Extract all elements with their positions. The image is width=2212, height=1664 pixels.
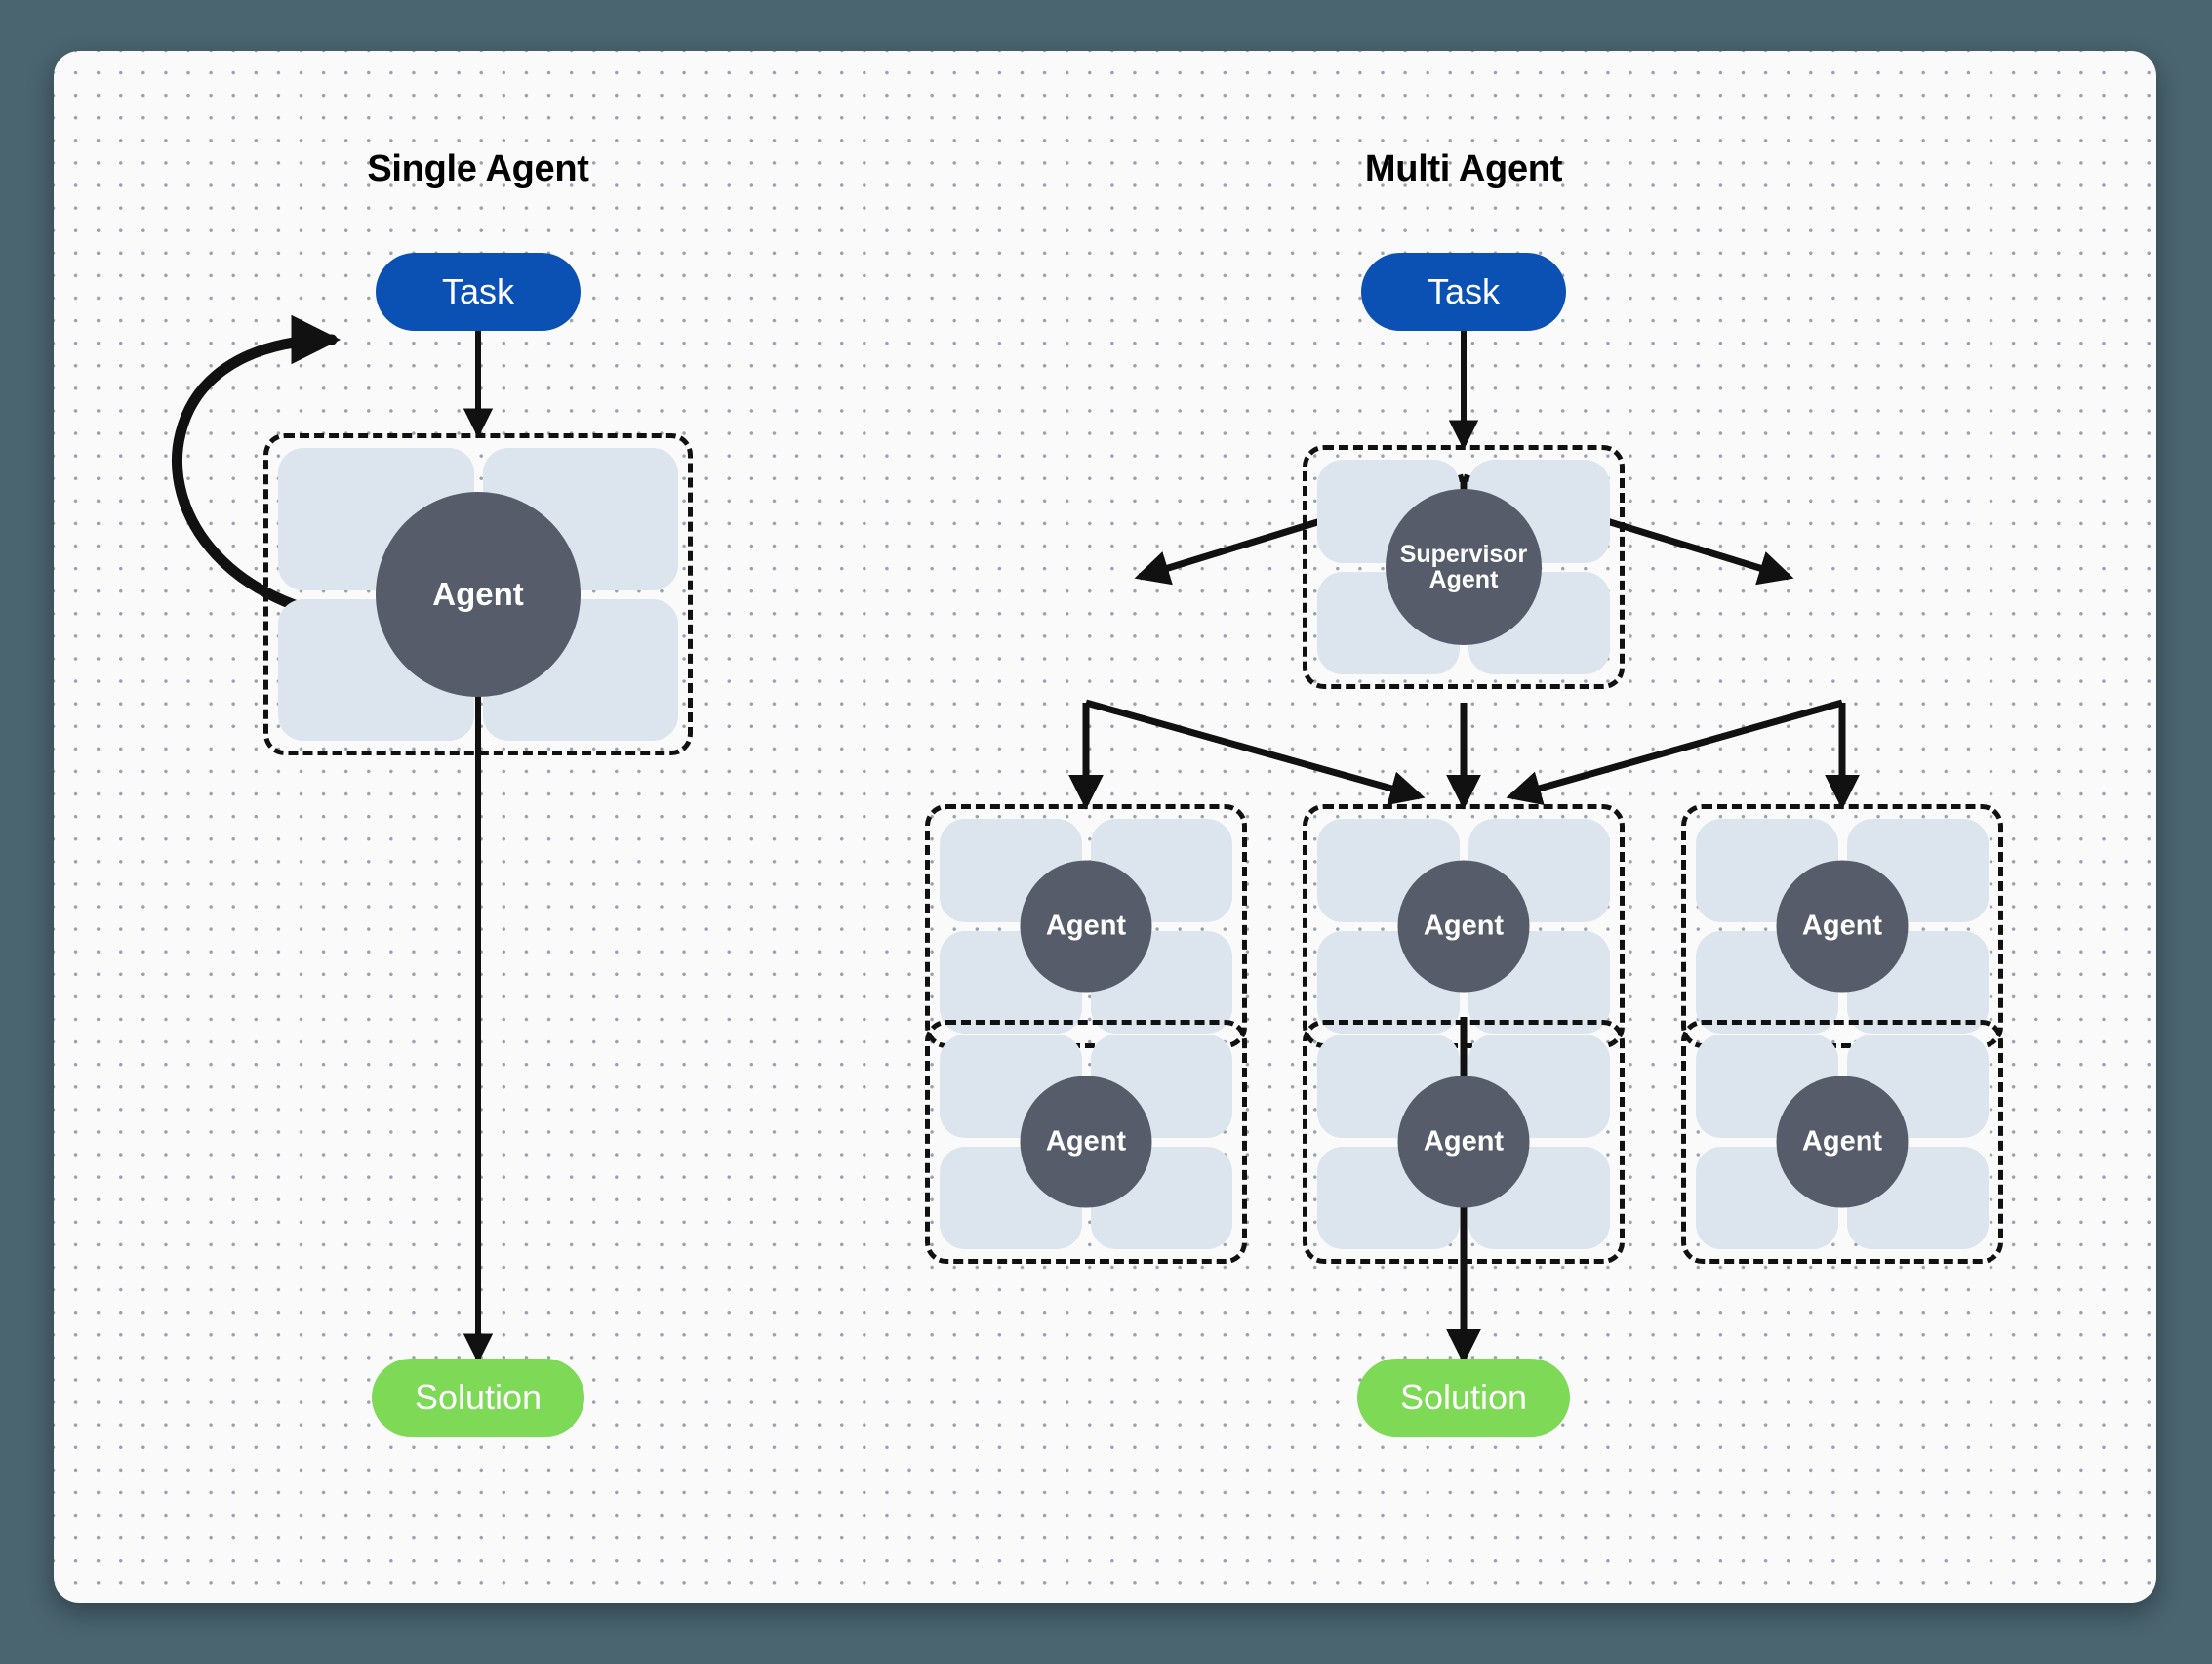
node-agent-b2[interactable]: Agent xyxy=(1303,1020,1625,1264)
node-agent-m3[interactable]: Agent xyxy=(1681,804,2003,1048)
agent-core-label: Agent xyxy=(1020,860,1152,993)
diagram-card: Single Agent Task Agent Solution Multi A… xyxy=(54,51,2156,1603)
node-solution-single[interactable]: Solution xyxy=(372,1359,584,1437)
agent-core-label: Agent xyxy=(1776,860,1909,993)
supervisor-line-2: Agent xyxy=(1428,566,1499,593)
edge-agent-m1-to-agent-b2 xyxy=(1085,699,1426,806)
node-agent-m1[interactable]: Agent xyxy=(925,804,1247,1048)
panel-title-multi-agent: Multi Agent xyxy=(1364,148,1563,189)
panel-title-single-agent: Single Agent xyxy=(367,148,589,189)
supervisor-core-label: Supervisor Agent xyxy=(1386,489,1542,645)
supervisor-line-1: Supervisor xyxy=(1399,541,1528,568)
node-task-multi[interactable]: Task xyxy=(1361,253,1566,331)
agent-core-label: Agent xyxy=(1397,860,1530,993)
node-agent-m2[interactable]: Agent xyxy=(1303,804,1625,1048)
node-agent-b3[interactable]: Agent xyxy=(1681,1020,2003,1264)
node-solution-multi[interactable]: Solution xyxy=(1357,1359,1570,1437)
agent-core-label: Agent xyxy=(1776,1076,1909,1208)
node-agent-b1[interactable]: Agent xyxy=(925,1020,1247,1264)
node-agent-single[interactable]: Agent xyxy=(263,433,693,755)
agent-core-label: Agent xyxy=(1020,1076,1152,1208)
agent-core-label: Agent xyxy=(1397,1076,1530,1208)
edge-agent-m3-to-agent-b2 xyxy=(1506,699,1843,806)
node-supervisor-agent[interactable]: Supervisor Agent xyxy=(1303,445,1625,689)
agent-core-label: Agent xyxy=(376,492,581,697)
node-task-single[interactable]: Task xyxy=(376,253,581,331)
